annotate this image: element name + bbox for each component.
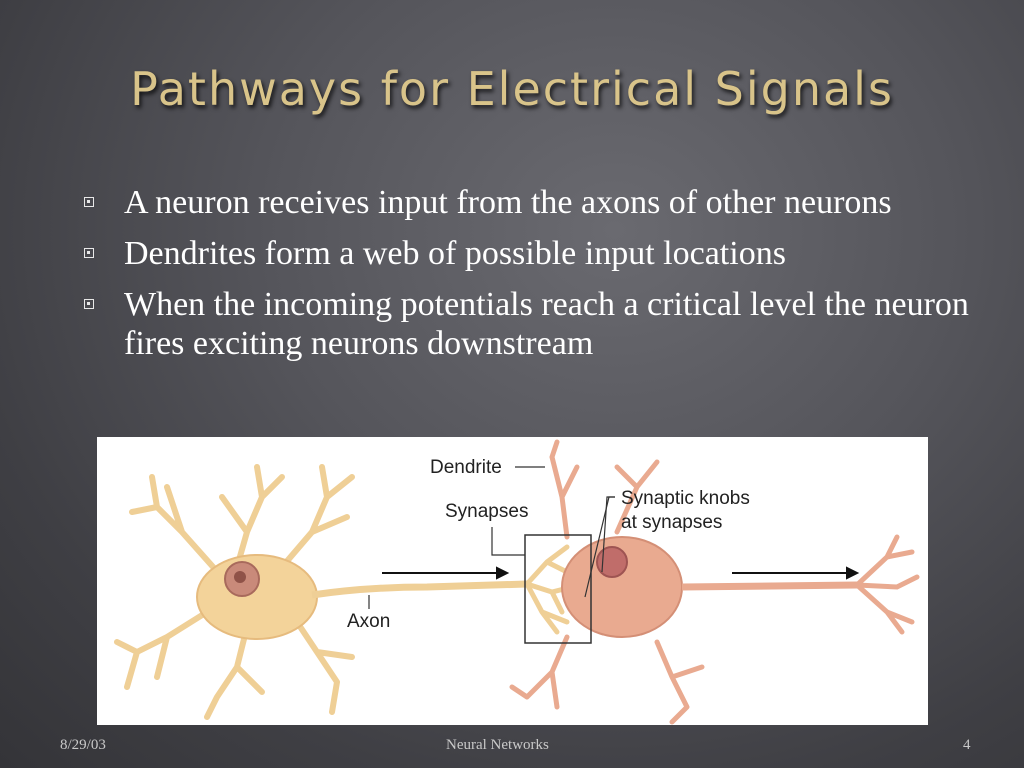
- axon-terminals: [524, 544, 575, 635]
- bullet-list: A neuron receives input from the axons o…: [80, 183, 980, 375]
- first-neuron-nucleolus: [234, 571, 246, 583]
- axon-line: [311, 580, 528, 599]
- bullet-text: A neuron receives input from the axons o…: [124, 184, 892, 221]
- second-axon-terminals: [854, 534, 920, 635]
- first-neuron-dendrites: [114, 464, 355, 720]
- footer-title: Neural Networks: [446, 737, 549, 753]
- first-neuron-cell-body: [196, 554, 318, 640]
- second-axon-line: [681, 581, 858, 591]
- second-neuron-dendrites: [509, 439, 705, 725]
- bullet-marker-icon: [84, 299, 94, 309]
- bullet-item: When the incoming potentials reach a cri…: [80, 285, 980, 363]
- signal-arrows: [382, 566, 860, 580]
- bullet-marker-icon: [84, 197, 94, 207]
- neuron-illustration: Dendrite Synapses Synaptic knobs at syna…: [114, 439, 920, 725]
- bullet-item: A neuron receives input from the axons o…: [80, 183, 980, 222]
- synaptic-knobs-label-line1: Synaptic knobs: [621, 488, 750, 509]
- slide-title: Pathways for Electrical Signals: [130, 62, 894, 116]
- footer-page-number: 4: [963, 737, 971, 753]
- second-neuron-nucleus: [596, 546, 628, 578]
- neuron-diagram: Dendrite Synapses Synaptic knobs at syna…: [97, 437, 928, 725]
- bullet-text: When the incoming potentials reach a cri…: [124, 286, 969, 362]
- bullet-item: Dendrites form a web of possible input l…: [80, 234, 980, 273]
- synapses-label: Synapses: [445, 501, 528, 522]
- synapse-box: [524, 534, 592, 644]
- label-leader-lines: [368, 466, 615, 609]
- bullet-text: Dendrites form a web of possible input l…: [124, 235, 786, 272]
- footer-date: 8/29/03: [60, 737, 106, 753]
- axon-label: Axon: [347, 611, 390, 632]
- dendrite-label: Dendrite: [430, 457, 502, 478]
- synaptic-knobs-label-line2: at synapses: [621, 512, 722, 533]
- bullet-marker-icon: [84, 248, 94, 258]
